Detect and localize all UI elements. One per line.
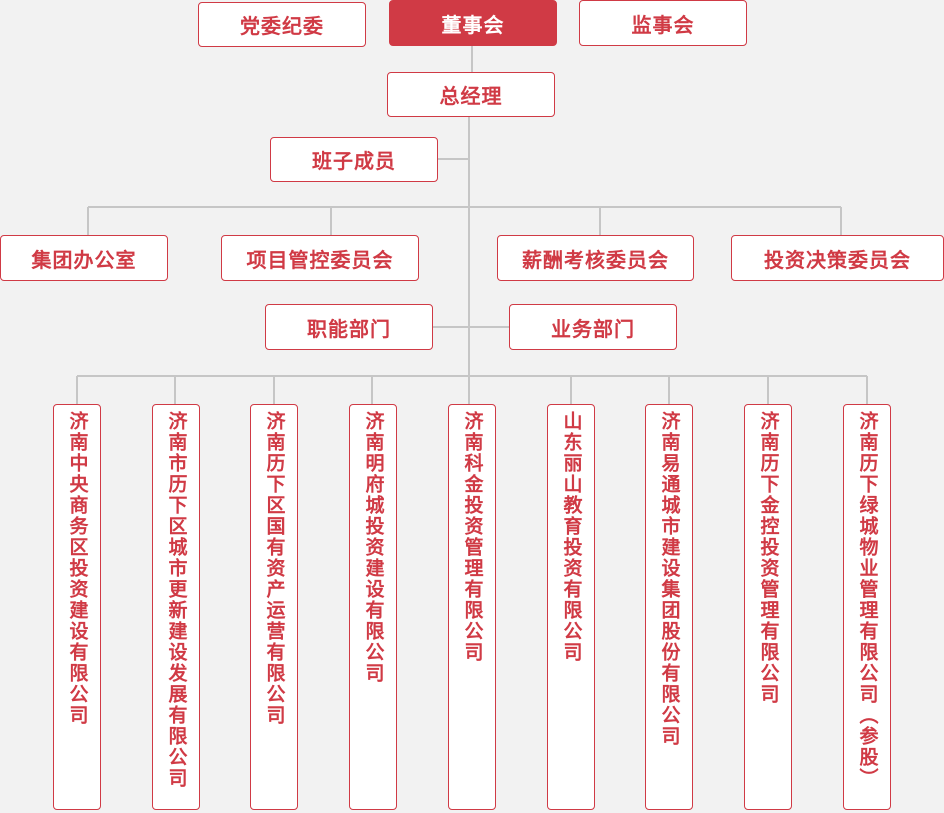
board-label: 董事会 [441, 12, 505, 37]
company-box-kejin: 济南科金投资管理有限公司 [448, 404, 496, 810]
functional-department-label: 职能部门 [307, 316, 391, 341]
committee-box-investment: 投资决策委员会 [731, 235, 944, 281]
committee-label: 集团办公室 [31, 247, 137, 272]
company-name: 济南易通城市建设集团股份有限公司 [658, 411, 681, 747]
general-manager-box: 总经理 [387, 72, 555, 117]
committee-box-project-control: 项目管控委员会 [221, 235, 419, 281]
company-name: 济南历下绿城物业管理有限公司（参股） [856, 411, 879, 789]
company-box-lishan-education: 山东丽山教育投资有限公司 [547, 404, 595, 810]
company-box-cbd: 济南中央商务区投资建设有限公司 [53, 404, 101, 810]
party-committee-label: 党委纪委 [240, 14, 324, 38]
company-box-state-assets: 济南历下区国有资产运营有限公司 [250, 404, 298, 810]
supervisory-board-box: 监事会 [579, 0, 747, 46]
company-name: 济南历下区国有资产运营有限公司 [263, 411, 286, 726]
board-box: 董事会 [389, 0, 557, 46]
committee-label: 薪酬考核委员会 [522, 247, 669, 272]
company-box-lvcheng-property: 济南历下绿城物业管理有限公司（参股） [843, 404, 891, 810]
company-name: 济南中央商务区投资建设有限公司 [66, 411, 89, 726]
business-department-label: 业务部门 [551, 316, 635, 341]
company-box-mingfucheng: 济南明府城投资建设有限公司 [349, 404, 397, 810]
company-name: 济南科金投资管理有限公司 [461, 411, 484, 663]
company-box-urban-renewal: 济南市历下区城市更新建设发展有限公司 [152, 404, 200, 810]
committee-box-compensation: 薪酬考核委员会 [497, 235, 694, 281]
business-department-box: 业务部门 [509, 304, 677, 350]
leadership-team-box: 班子成员 [270, 137, 438, 182]
committee-box-office: 集团办公室 [0, 235, 168, 281]
company-name: 山东丽山教育投资有限公司 [560, 411, 583, 663]
company-box-yitong: 济南易通城市建设集团股份有限公司 [645, 404, 693, 810]
leadership-team-label: 班子成员 [312, 149, 396, 173]
general-manager-label: 总经理 [439, 84, 503, 108]
company-name: 济南明府城投资建设有限公司 [362, 411, 385, 684]
functional-department-box: 职能部门 [265, 304, 433, 350]
company-name: 济南市历下区城市更新建设发展有限公司 [165, 411, 188, 789]
company-name: 济南历下金控投资管理有限公司 [757, 411, 780, 705]
committee-label: 投资决策委员会 [764, 247, 911, 272]
party-committee-box: 党委纪委 [198, 2, 366, 47]
supervisory-board-label: 监事会 [631, 12, 695, 37]
committee-label: 项目管控委员会 [246, 247, 394, 272]
company-box-jinkong: 济南历下金控投资管理有限公司 [744, 404, 792, 810]
